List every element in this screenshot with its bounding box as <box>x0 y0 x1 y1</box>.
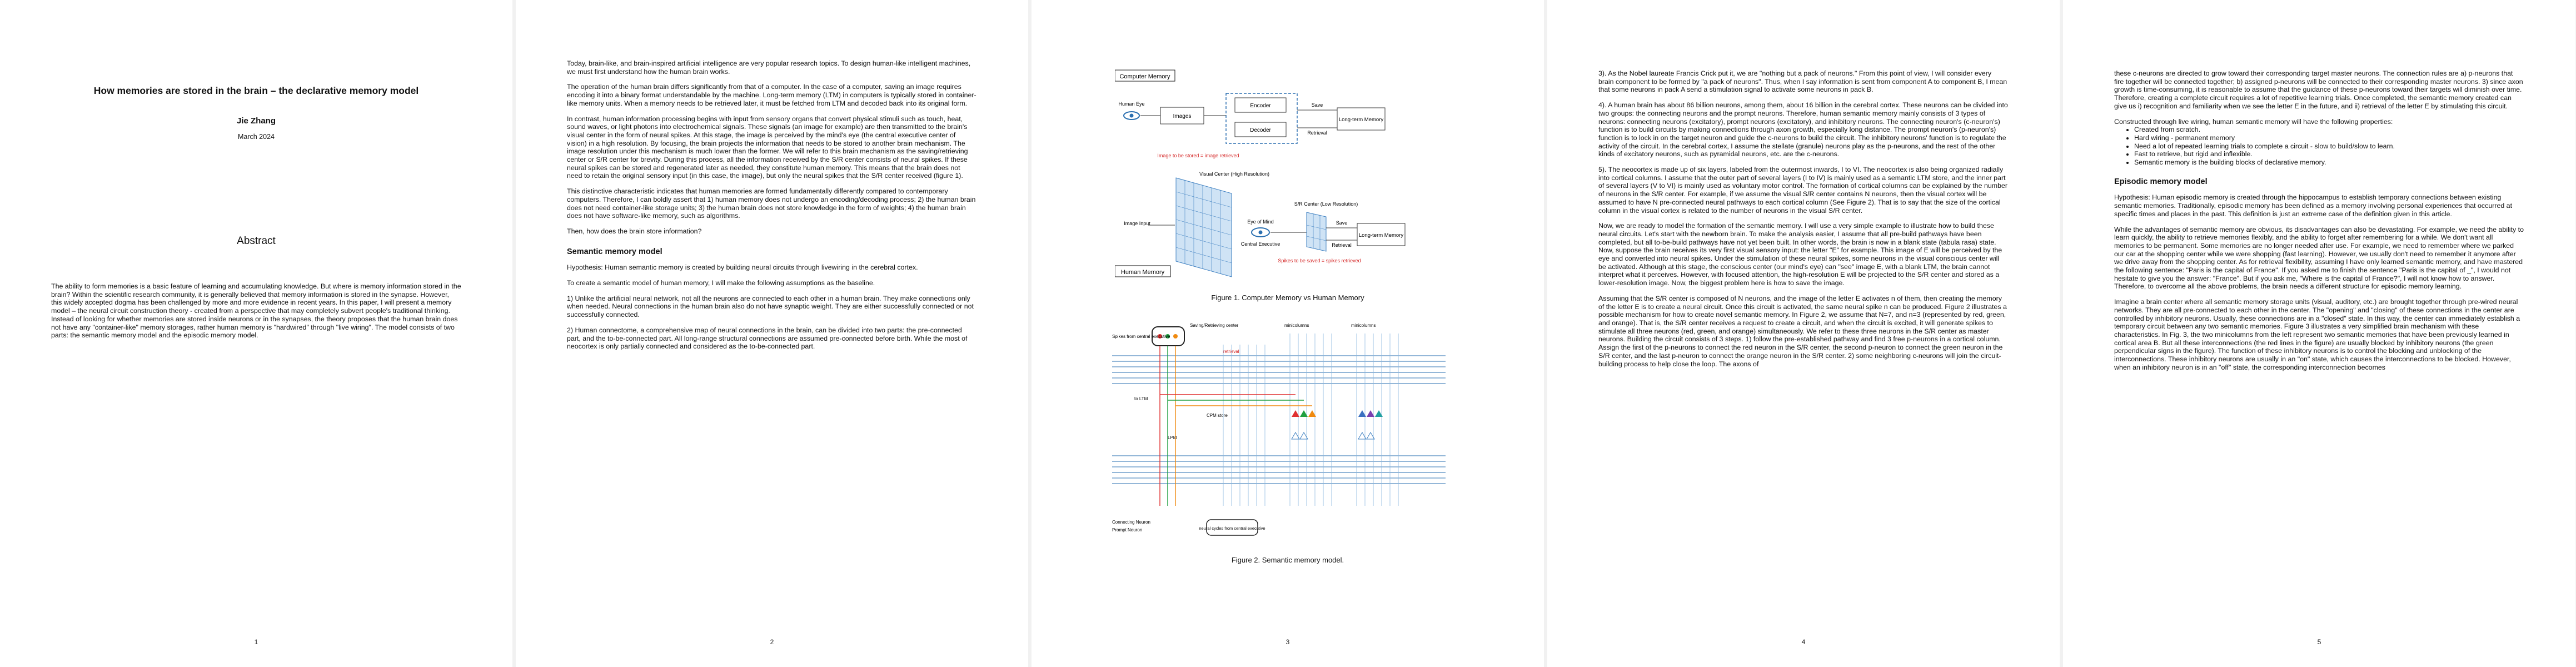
encoder-box <box>1234 97 1287 113</box>
page-number: 5 <box>2317 638 2321 646</box>
body-text: these c-neurons are directed to grow tow… <box>2114 69 2524 379</box>
codec-dashed-box <box>1225 93 1298 144</box>
paragraph: 4). A human brain has about 86 billion n… <box>1598 101 2008 158</box>
neural-cycle-box <box>1206 519 1258 536</box>
paragraph: Hypothesis: Human semantic memory is cre… <box>567 263 918 272</box>
human-eye-label: Human Eye <box>1118 101 1144 107</box>
sr-center-box <box>1152 326 1185 346</box>
list-item: Created from scratch. <box>2134 126 2524 134</box>
images-box <box>1160 107 1204 125</box>
paragraph: This distinctive characteristic indicate… <box>567 187 976 220</box>
svg-text:Connecting Neuron: Connecting Neuron <box>1112 520 1150 525</box>
paragraph: Constructed through live wiring, human s… <box>2114 117 2393 126</box>
svg-text:Image Input: Image Input <box>1124 221 1150 226</box>
svg-text:Decoder: Decoder <box>1250 127 1271 133</box>
ltm-box-2 <box>1357 223 1406 246</box>
svg-text:Long-term Memory: Long-term Memory <box>1359 232 1403 238</box>
paragraph: Now, we are ready to model the formation… <box>1598 222 2002 287</box>
svg-text:Save: Save <box>1336 220 1348 226</box>
paragraph: While the advantages of semantic memory … <box>2114 225 2524 291</box>
list-item: Need a lot of repeated learning trials t… <box>2134 142 2524 151</box>
paragraph: The operation of the human brain differs… <box>567 83 976 107</box>
sr-center-grid <box>1306 212 1327 252</box>
decoder-box <box>1234 122 1287 137</box>
paragraph: In contrast, human information processin… <box>567 115 968 180</box>
abstract-text: The ability to form memories is a basic … <box>51 282 461 340</box>
section-heading: Semantic memory model <box>567 247 662 256</box>
figure-2-caption: Figure 2. Semantic memory model. <box>1231 556 1344 564</box>
body-text: 3). As the Nobel laureate Francis Crick … <box>1598 69 2009 375</box>
computer-memory-label-box <box>1115 69 1175 82</box>
figure-1-diagram: Computer Memory Human Eye Images Encoder… <box>1115 69 1406 277</box>
paragraph: 2) Human connectome, a comprehensive map… <box>567 326 968 351</box>
page-number: 2 <box>770 638 774 646</box>
svg-text:Visual Center (High Resolution: Visual Center (High Resolution) <box>1199 171 1269 177</box>
ltm-box <box>1337 107 1386 131</box>
human-memory-label-box <box>1115 265 1171 277</box>
svg-text:to LTM: to LTM <box>1134 396 1148 401</box>
paragraph: To create a semantic model of human memo… <box>567 279 875 287</box>
svg-text:Retrieval: Retrieval <box>1332 242 1352 248</box>
paragraph: Today, brain-like, and brain-inspired ar… <box>567 59 971 76</box>
svg-text:Images: Images <box>1173 113 1192 120</box>
svg-text:S/R Center (Low Resolution): S/R Center (Low Resolution) <box>1294 201 1358 207</box>
paragraph: Assuming that the S/R center is composed… <box>1598 294 2007 368</box>
properties-list: Created from scratch. Hard wiring - perm… <box>2114 126 2524 167</box>
svg-text:Central Executive: Central Executive <box>1241 241 1280 247</box>
colored-circuit-lines <box>1159 346 1312 506</box>
page-2: Today, brain-like, and brain-inspired ar… <box>516 0 1028 667</box>
list-item: Semantic memory is the building blocks o… <box>2134 158 2524 167</box>
red-note-bottom: Spikes to be saved = spikes retrieved <box>1278 258 1361 263</box>
svg-text:Save: Save <box>1312 102 1323 108</box>
list-item: Hard wiring - permanent memory <box>2134 134 2524 142</box>
svg-text:Retrieval: Retrieval <box>1307 130 1327 136</box>
date: March 2024 <box>237 133 275 141</box>
page-number: 4 <box>1801 638 1806 646</box>
section-heading: Episodic memory model <box>2114 177 2208 186</box>
svg-text:LPM: LPM <box>1168 435 1177 440</box>
figure-1-caption: Figure 1. Computer Memory vs Human Memor… <box>1211 293 1364 302</box>
body-text: Today, brain-like, and brain-inspired ar… <box>567 59 977 358</box>
red-note-top: Image to be stored = image retrieved <box>1157 153 1239 158</box>
svg-text:Encoder: Encoder <box>1250 103 1271 109</box>
paragraph: Hypothesis: Human episodic memory is cre… <box>2114 193 2513 218</box>
paper-title: How memories are stored in the brain – t… <box>93 85 419 96</box>
paragraph: Imagine a brain center where all semanti… <box>2114 298 2520 371</box>
page-number: 3 <box>1285 638 1290 646</box>
svg-text:Eye of Mind: Eye of Mind <box>1247 219 1274 225</box>
page-5: these c-neurons are directed to grow tow… <box>2063 0 2575 667</box>
svg-text:minicolumns: minicolumns <box>1284 323 1309 328</box>
page-number: 1 <box>254 638 258 646</box>
page-1: How memories are stored in the brain – t… <box>0 0 512 667</box>
paragraph: these c-neurons are directed to grow tow… <box>2114 69 2523 110</box>
svg-text:Human Memory: Human Memory <box>1121 269 1165 276</box>
paragraph: 1) Unlike the artificial neural network,… <box>567 294 974 319</box>
page-3: Computer Memory Human Eye Images Encoder… <box>1032 0 1544 667</box>
author: Jie Zhang <box>236 116 276 126</box>
svg-text:Spikes from central executive: Spikes from central executive <box>1112 334 1170 339</box>
paragraph: Then, how does the brain store informati… <box>567 227 702 235</box>
paragraph: 3). As the Nobel laureate Francis Crick … <box>1598 69 2007 94</box>
computer-memory-label: Computer Memory <box>1119 73 1170 80</box>
svg-text:Long-term Memory: Long-term Memory <box>1339 117 1383 123</box>
svg-text:neural cycles from central exe: neural cycles from central executive <box>1199 526 1265 531</box>
svg-text:retrieval: retrieval <box>1223 349 1239 354</box>
figure-2-diagram: Saving/Retrieving center Spikes from cen… <box>1112 323 1446 536</box>
svg-text:Prompt Neuron: Prompt Neuron <box>1112 527 1142 532</box>
abstract-heading: Abstract <box>237 235 276 247</box>
horizontal-pathways <box>1112 355 1446 484</box>
paragraph: 5). The neocortex is made up of six laye… <box>1598 166 2007 215</box>
minicolumn-lines <box>1223 334 1399 506</box>
svg-text:Saving/Retrieving center: Saving/Retrieving center <box>1190 323 1238 328</box>
svg-text:minicolumns: minicolumns <box>1351 323 1376 328</box>
neuron-triangles <box>1291 410 1383 440</box>
list-item: Fast to retrieve, but rigid and inflexib… <box>2134 150 2524 158</box>
svg-text:CPM store: CPM store <box>1207 413 1228 418</box>
visual-center-grid-lines <box>1175 181 1232 274</box>
page-4: 3). As the Nobel laureate Francis Crick … <box>1547 0 2060 667</box>
